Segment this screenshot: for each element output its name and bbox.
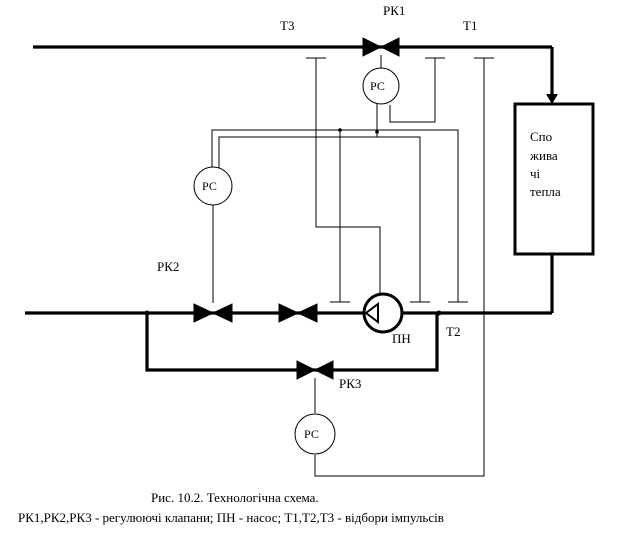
valve-manual xyxy=(278,303,318,323)
valve-rk3 xyxy=(296,360,334,380)
junction-rc1 xyxy=(375,130,379,134)
figure-caption-legend: РК1,РК2,РК3 - регулюючі клапани; ПН - на… xyxy=(18,510,444,525)
consumer-label-1: Спо xyxy=(530,129,552,144)
flow-arrow xyxy=(546,94,558,104)
consumer-label-4: тепла xyxy=(530,184,561,199)
pump-pn xyxy=(362,292,404,334)
junction-right xyxy=(436,310,442,316)
label-rk3: РК3 xyxy=(339,376,361,391)
label-t2: Т2 xyxy=(446,324,460,339)
bypass-pipe xyxy=(145,313,439,372)
svg-text:РС: РС xyxy=(304,427,319,441)
label-rk1: РК1 xyxy=(383,3,405,18)
valve-rk2 xyxy=(193,303,233,323)
svg-text:РС: РС xyxy=(370,79,385,93)
label-t3: Т3 xyxy=(280,18,294,33)
label-rk2: РК2 xyxy=(157,259,179,274)
junction-left xyxy=(144,310,150,316)
impulse-line-outer xyxy=(211,129,459,302)
regulator-rc2: РС xyxy=(193,166,233,206)
regulator-rc1: РС xyxy=(362,67,400,105)
heat-consumer-box xyxy=(513,102,595,256)
label-pn: ПН xyxy=(392,331,411,346)
impulse-line-t3 xyxy=(315,58,381,294)
svg-text:РС: РС xyxy=(202,179,217,193)
impulse-line-inner xyxy=(218,136,421,302)
consumer-label-3: чі xyxy=(530,166,541,181)
valve-rk1 xyxy=(362,37,400,57)
rc1-output-line xyxy=(389,58,436,123)
regulator-rc3: РС xyxy=(294,413,336,455)
consumer-label-2: жива xyxy=(529,148,558,163)
figure-caption-title: Рис. 10.2. Технологічна схема. xyxy=(151,490,319,505)
junction-340 xyxy=(338,128,342,132)
label-t1: Т1 xyxy=(463,18,477,33)
impulse-line-t1 xyxy=(314,58,485,477)
